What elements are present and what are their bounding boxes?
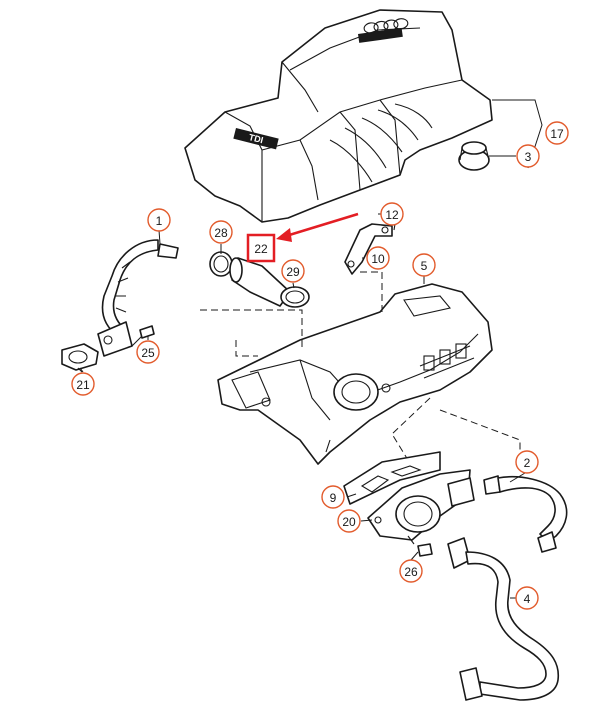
callout-label: 3 <box>525 150 532 164</box>
callout-circle <box>321 485 345 509</box>
callout-part-26[interactable]: 26 <box>399 559 423 583</box>
callout-part-17[interactable]: 17 <box>545 121 569 145</box>
grommet-part-3 <box>458 141 516 171</box>
badge-plate-upper <box>358 27 403 43</box>
flange-part-21 <box>61 343 99 373</box>
bolt-part-25 <box>131 325 155 347</box>
callout-part-4[interactable]: 4 <box>515 586 539 610</box>
callout-part-2[interactable]: 2 <box>515 450 539 474</box>
highlight-arrow <box>276 212 359 242</box>
clamp-part-28 <box>209 251 233 277</box>
tdi-badge-text: TDI <box>248 132 264 145</box>
callout-part-20[interactable]: 20 <box>337 509 361 533</box>
callout-circle <box>147 208 171 232</box>
callout-circle <box>380 202 404 226</box>
callout-leader-lines <box>79 229 526 599</box>
gasket-part-9 <box>343 451 441 505</box>
callout-label: 1 <box>156 214 163 228</box>
callout-part-1[interactable]: 1 <box>147 208 171 232</box>
callout-label: 5 <box>421 259 428 273</box>
engine-cover: TDI <box>184 9 543 223</box>
callout-circle <box>516 144 540 168</box>
callout-part-29[interactable]: 29 <box>281 259 305 283</box>
callout-label: 9 <box>330 491 337 505</box>
callout-circle <box>71 372 95 396</box>
callout-part-22[interactable]: 22 <box>246 233 276 263</box>
callout-label: 20 <box>342 515 356 529</box>
assembly-guide-lines <box>200 271 521 461</box>
callout-label: 10 <box>371 252 385 266</box>
bolt-part-26 <box>407 535 433 557</box>
callout-label: 17 <box>550 127 564 141</box>
callout-circle <box>515 586 539 610</box>
callout-label: 26 <box>404 565 418 579</box>
callout-label: 4 <box>524 592 531 606</box>
callout-label: 22 <box>254 242 268 256</box>
callout-circle <box>545 121 569 145</box>
callout-part-25[interactable]: 25 <box>136 340 160 364</box>
callout-circle <box>209 220 233 244</box>
breather-hose-part-1 <box>97 239 179 357</box>
callout-label: 12 <box>385 208 399 222</box>
clamp-part-29 <box>280 286 310 308</box>
bracket-part-10 <box>344 223 393 275</box>
oil-separator-flange-part-20 <box>367 469 475 541</box>
callout-circle <box>515 450 539 474</box>
callout-circle <box>412 253 436 277</box>
callout-circle <box>136 340 160 364</box>
callout-label: 29 <box>286 265 300 279</box>
callout-circle <box>281 259 305 283</box>
callout-label: 21 <box>76 378 90 392</box>
callout-circle <box>399 559 423 583</box>
callout-label: 28 <box>214 226 228 240</box>
hose-part-2 <box>483 475 568 553</box>
callout-circle <box>366 246 390 270</box>
tdi-badge: TDI <box>233 128 279 150</box>
valve-cover-part-5 <box>217 283 493 465</box>
callout-part-21[interactable]: 21 <box>71 372 95 396</box>
callout-part-10[interactable]: 10 <box>366 246 390 270</box>
callout-label: 25 <box>141 346 155 360</box>
callout-label: 2 <box>524 456 531 470</box>
callout-part-12[interactable]: 12 <box>380 202 404 226</box>
callout-highlight-box <box>246 233 276 263</box>
hose-part-4 <box>447 537 560 701</box>
hose-part-22 <box>229 257 291 307</box>
callout-part-5[interactable]: 5 <box>412 253 436 277</box>
callout-part-28[interactable]: 28 <box>209 220 233 244</box>
callout-part-9[interactable]: 9 <box>321 485 345 509</box>
callout-part-3[interactable]: 3 <box>516 144 540 168</box>
callout-circle <box>337 509 361 533</box>
